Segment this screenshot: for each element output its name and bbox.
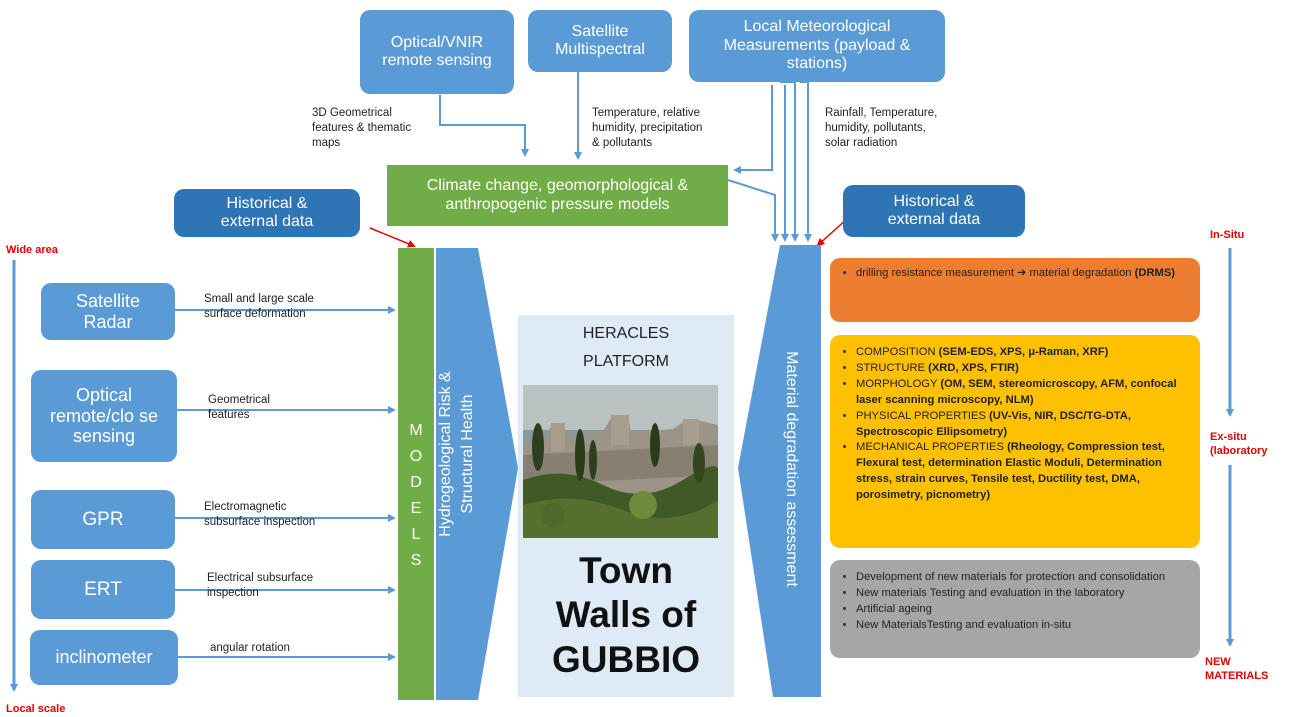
historical-data-right: Historical & external data [843,185,1025,237]
heracles-platform-panel: HERACLES PLATFORM Town Walls of GUBBIO [518,315,734,697]
town-walls-title: Town Walls of GUBBIO [552,550,700,680]
in-situ-label: In-Situ [1210,229,1245,241]
material-degradation-label: Material degradation assessment [783,351,800,587]
electromagnetic-note: Electromagnetic subsurface inspection [204,501,316,528]
hydro-label: Hydrogeological Risk & Structural Health [437,371,476,537]
small-large-scale-note: Small and large scale surface deformatio… [204,293,314,320]
heracles-title: HERACLES [582,325,670,342]
gubbio-walls-photo [523,385,718,538]
physical-properties-item: PHYSICAL PROPERTIES (UV-Vis, NIR, DSC/TG… [856,409,1190,441]
laboratory-analyses-panel: COMPOSITION (SEM-EDS, XPS, μ-Raman, XRF)… [830,335,1200,548]
drilling-resistance-item: drilling resistance measurement ➔ materi… [856,266,1190,282]
ert-box: ERT [31,560,175,619]
new-materials-item: Artificial ageing [856,602,1190,618]
local-meteorological-box: Local Meteorological Measurements (paylo… [689,10,945,82]
gpr-box: GPR [31,490,175,549]
electrical-note: Electrical subsurface inspection [207,572,314,599]
climate-models-box: Climate change, geomorphological & anthr… [387,165,728,226]
geometrical-features-note: Geometrical features [208,394,270,421]
ex-situ-label: Ex-situ (laboratory [1210,431,1268,458]
mechanical-properties-item: MECHANICAL PROPERTIES (Rheology, Compres… [856,440,1190,504]
geometrical-thematic-note: 3D Geometrical features & thematic maps [312,107,412,149]
models-bar [398,248,434,700]
historical-data-left: Historical & external data [174,189,360,237]
temperature-humidity-note: Temperature, relative humidity, precipit… [592,107,703,149]
new-materials-label: NEW MATERIALS [1205,656,1269,683]
hydro-chevron [436,248,518,700]
local-scale-label: Local scale [6,703,66,715]
drilling-resistance-panel: drilling resistance measurement ➔ materi… [830,258,1200,322]
optical-vnir-box: Optical/VNIR remote sensing [360,10,514,94]
new-materials-item: New MaterialsTesting and evaluation in-s… [856,618,1190,634]
new-materials-panel: Development of new materials for protect… [830,560,1200,658]
satellite-multispectral-box: Satellite Multispectral [528,10,672,72]
structure-item: STRUCTURE (XRD, XPS, FTIR) [856,361,1190,377]
optical-remote-box: Optical remote/clo se sensing [31,370,177,462]
rainfall-note: Rainfall, Temperature, humidity, polluta… [825,107,938,149]
angular-note: angular rotation [210,642,290,654]
composition-item: COMPOSITION (SEM-EDS, XPS, μ-Raman, XRF) [856,345,1190,361]
new-materials-item: New materials Testing and evaluation in … [856,586,1190,602]
wide-area-label: Wide area [6,244,58,256]
morphology-item: MORPHOLOGY (OM, SEM, stereomicroscopy, A… [856,377,1190,409]
new-materials-item: Development of new materials for protect… [856,570,1190,586]
models-letters: M O D E L S [409,422,423,569]
satellite-radar-box: Satellite Radar [41,283,175,340]
inclinometer-box: inclinometer [30,630,178,685]
platform-title: PLATFORM [583,353,669,370]
material-chevron [738,245,821,697]
